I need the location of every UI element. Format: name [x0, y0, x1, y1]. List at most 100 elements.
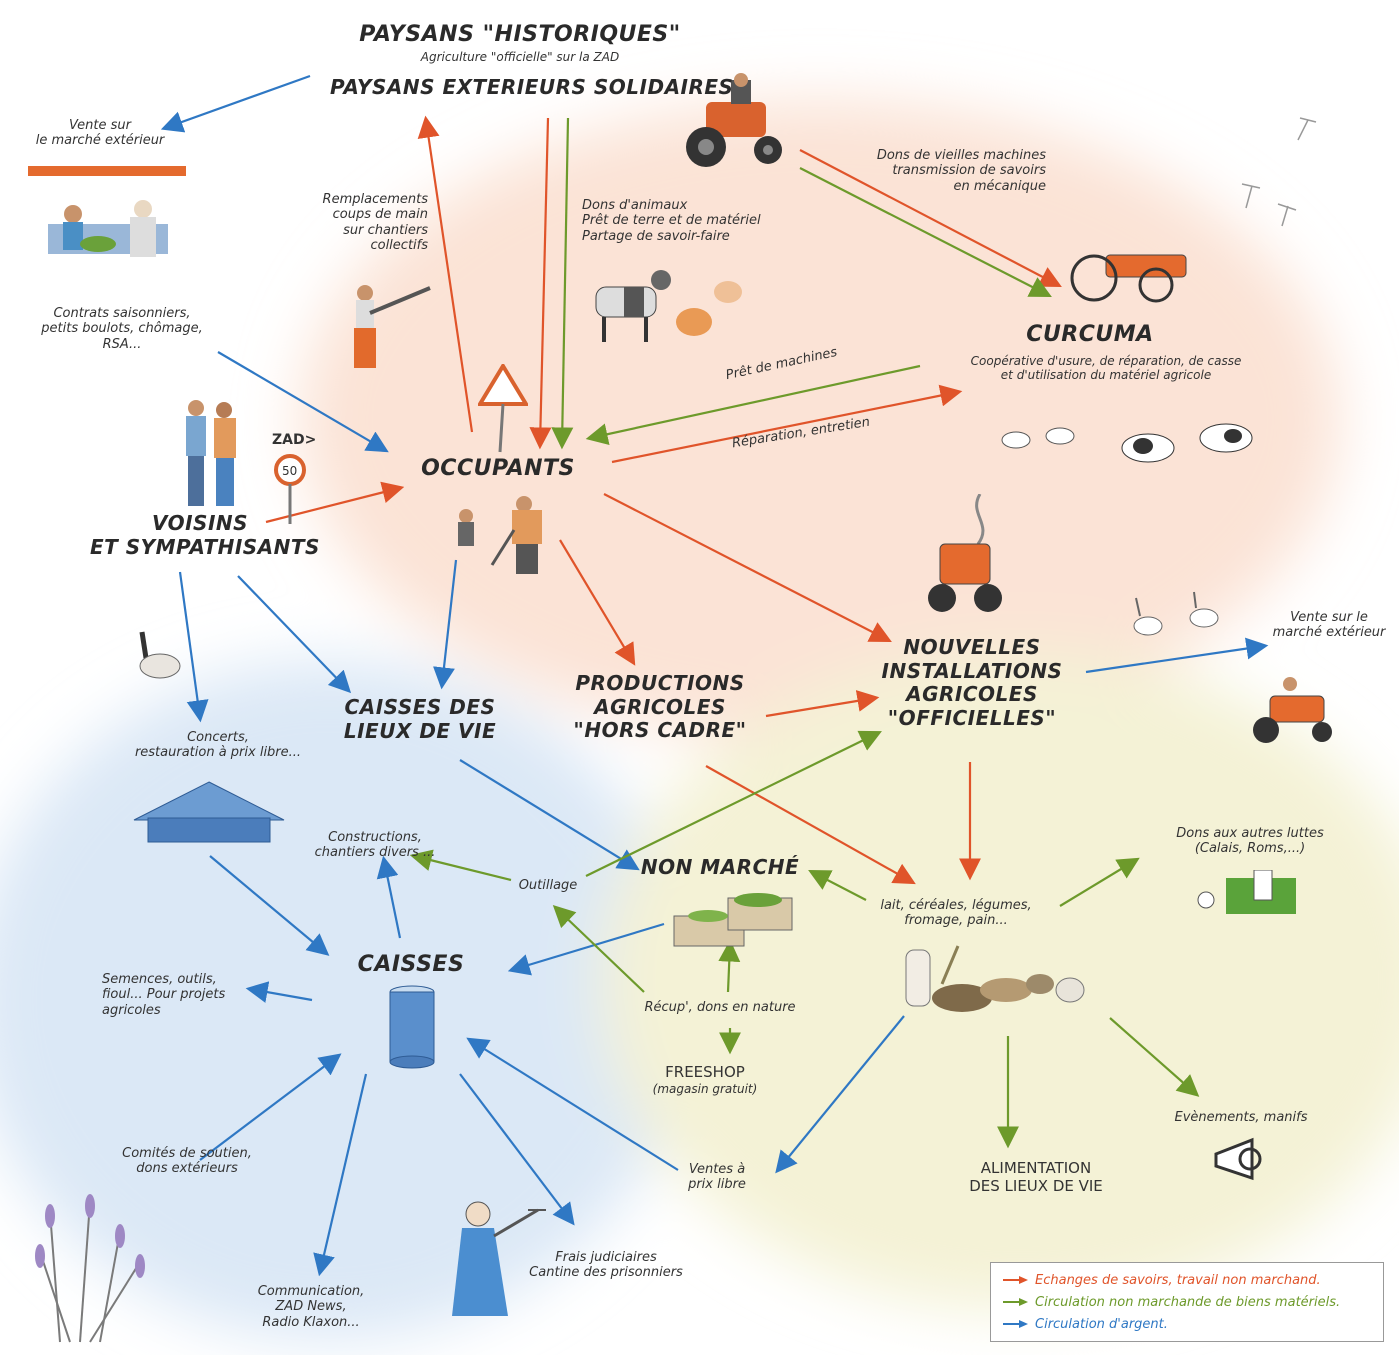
- label-comites: Comités de soutien, dons extérieurs: [102, 1146, 272, 1177]
- orange-flow-arrow: [765, 690, 880, 718]
- label-line: Remplacements: [322, 192, 428, 207]
- label-line: Semences, outils,: [102, 972, 217, 987]
- caisses-lieux-de-vie-title: CAISSES DES LIEUX DE VIE: [340, 695, 500, 743]
- market-stall-icon: [28, 166, 186, 257]
- label-communication: Communication, ZAD News, Radio Klaxon...: [236, 1284, 386, 1330]
- small-tractor-icon: [1253, 677, 1332, 743]
- justice-woman-icon: [452, 1201, 546, 1316]
- label-line: transmission de savoirs: [892, 163, 1046, 179]
- blue-flow-arrow: [160, 74, 311, 133]
- green-flow-arrow: [552, 904, 645, 993]
- label-line: (Calais, Roms,...): [1194, 841, 1306, 857]
- caisses-lieux-title-line: CAISSES DES: [344, 695, 496, 719]
- circus-tent-icon: [133, 781, 285, 843]
- cows-icon: [1001, 423, 1253, 463]
- rabbits-icon: [1133, 591, 1219, 636]
- blue-flow-arrow: [459, 1073, 575, 1226]
- green-flow-arrow: [718, 939, 741, 993]
- green-flow-arrow: [409, 849, 512, 882]
- label-line: Prêt de terre et de matériel: [582, 213, 761, 229]
- label-line: prix libre: [688, 1177, 746, 1193]
- label-recup-dons: Récup', dons en nature: [644, 1000, 796, 1015]
- label-line: dons extérieurs: [136, 1161, 238, 1177]
- productions-hors-cadre-title: PRODUCTIONS AGRICOLES "HORS CADRE": [570, 671, 750, 743]
- nouvelles-installations-title: NOUVELLES INSTALLATIONS AGRICOLES "OFFIC…: [872, 635, 1072, 730]
- label-line: agricoles: [102, 1002, 161, 1018]
- tractor-icon: [686, 73, 782, 167]
- legend-blue-text: Circulation d'argent.: [1035, 1316, 1168, 1332]
- freeshop-title: FREESHOP (magasin gratuit): [630, 1063, 780, 1096]
- alimentation-title-line: ALIMENTATION: [980, 1159, 1092, 1177]
- blue-flow-arrow: [178, 571, 209, 723]
- label-line: Cantine des prisonniers: [529, 1265, 683, 1281]
- label-outillage: Outillage: [518, 878, 578, 893]
- label-line: Constructions,: [328, 830, 422, 845]
- nouvelles-title-line: NOUVELLES: [903, 635, 1041, 659]
- blue-flow-arrow: [245, 981, 313, 1003]
- legend-row-orange: Echanges de savoirs, travail non marchan…: [1003, 1271, 1321, 1289]
- label-line: Vente sur: [69, 118, 131, 133]
- label-frais-judiciaires: Frais judiciaires Cantine des prisonnier…: [516, 1250, 696, 1281]
- productions-title-line: AGRICOLES: [594, 694, 726, 719]
- label-lait-cereales: lait, céréales, légumes, fromage, pain..…: [866, 898, 1046, 929]
- label-semences: Semences, outils, fioul... Pour projets …: [102, 972, 252, 1018]
- blue-flow-arrow: [433, 559, 458, 690]
- road-sign-icon: [478, 364, 528, 453]
- blue-flow-arrow: [466, 1037, 679, 1171]
- label-line: lait, céréales, légumes,: [880, 898, 1032, 913]
- label-line: Concerts,: [187, 730, 249, 745]
- paysans-historiques-title: PAYSANS "HISTORIQUES": [359, 22, 681, 47]
- label-line: RSA...: [102, 336, 142, 352]
- blue-flow-arrow: [507, 922, 665, 976]
- label-line: Ventes à: [688, 1162, 746, 1177]
- label-line: Contrats saisonniers,: [53, 306, 191, 321]
- zad-sign-icon: ZAD> 50: [272, 432, 316, 524]
- agricultural-machine-icon: [1070, 254, 1187, 303]
- label-vente-marche-exterieur-right: Vente sur le marché extérieur: [1264, 610, 1394, 641]
- label-dons-luttes: Dons aux autres luttes (Calais, Roms,...…: [1160, 826, 1340, 857]
- blue-flow-arrow: [313, 1073, 368, 1277]
- orange-flow-arrow: [529, 117, 552, 450]
- orange-flow-arrow: [611, 384, 963, 464]
- label-line: Dons d'animaux: [582, 198, 688, 213]
- speed-sign-text: 50: [282, 464, 297, 478]
- label-line: fromage, pain...: [904, 913, 1008, 929]
- blue-flow-arrow: [376, 855, 402, 939]
- legend-green-arrow-icon: [1003, 1298, 1028, 1306]
- blue-flow-arrow: [209, 855, 330, 956]
- label-contrats: Contrats saisonniers, petits boulots, ch…: [22, 306, 222, 352]
- curcuma-title: CURCUMA: [1026, 322, 1154, 347]
- label-line: Dons aux autres luttes: [1176, 826, 1324, 841]
- legend-blue-arrow-icon: [1003, 1320, 1028, 1328]
- orange-flow-arrow: [799, 149, 1062, 288]
- curcuma-subtitle: Coopérative d'usure, de réparation, de c…: [926, 354, 1286, 382]
- blue-flow-arrow: [1085, 637, 1269, 674]
- label-line: Radio Klaxon...: [262, 1314, 360, 1330]
- caisses-title: CAISSES: [357, 952, 465, 977]
- orange-flow-arrow: [603, 493, 892, 643]
- legend-orange-text: Echanges de savoirs, travail non marchan…: [1035, 1272, 1321, 1288]
- label-line: ZAD News,: [275, 1299, 347, 1315]
- label-remplacements: Remplacements coups de main sur chantier…: [286, 192, 428, 253]
- voisins-title: VOISINS ET SYMPATHISANTS: [90, 511, 320, 559]
- label-line: Partage de savoir-faire: [582, 228, 730, 244]
- green-flow-arrow: [1109, 1017, 1200, 1097]
- worker-pickaxe-icon: [354, 285, 431, 368]
- orange-flow-arrow: [265, 481, 405, 524]
- protest-banner-icon: [1197, 870, 1296, 914]
- blue-flow-arrow: [199, 1053, 342, 1161]
- alimentation-title-line: DES LIEUX DE VIE: [969, 1176, 1103, 1195]
- label-line: sur chantiers: [343, 222, 428, 238]
- voisins-title-line: ET SYMPATHISANTS: [90, 534, 320, 559]
- freeshop-title-line: FREESHOP: [665, 1063, 745, 1081]
- tractor-smoke-icon: [928, 494, 1002, 612]
- label-concerts: Concerts, restauration à prix libre...: [118, 730, 318, 761]
- label-line: le marché extérieur: [35, 133, 165, 149]
- occupants-title: OCCUPANTS: [421, 456, 575, 481]
- label-line: marché extérieur: [1272, 625, 1386, 641]
- occupants-digging-icon: [458, 496, 542, 574]
- green-flow-arrow: [799, 167, 1052, 298]
- nouvelles-title-line: INSTALLATIONS: [881, 658, 1063, 683]
- label-dons-animaux: Dons d'animaux Prêt de terre et de matér…: [582, 198, 802, 244]
